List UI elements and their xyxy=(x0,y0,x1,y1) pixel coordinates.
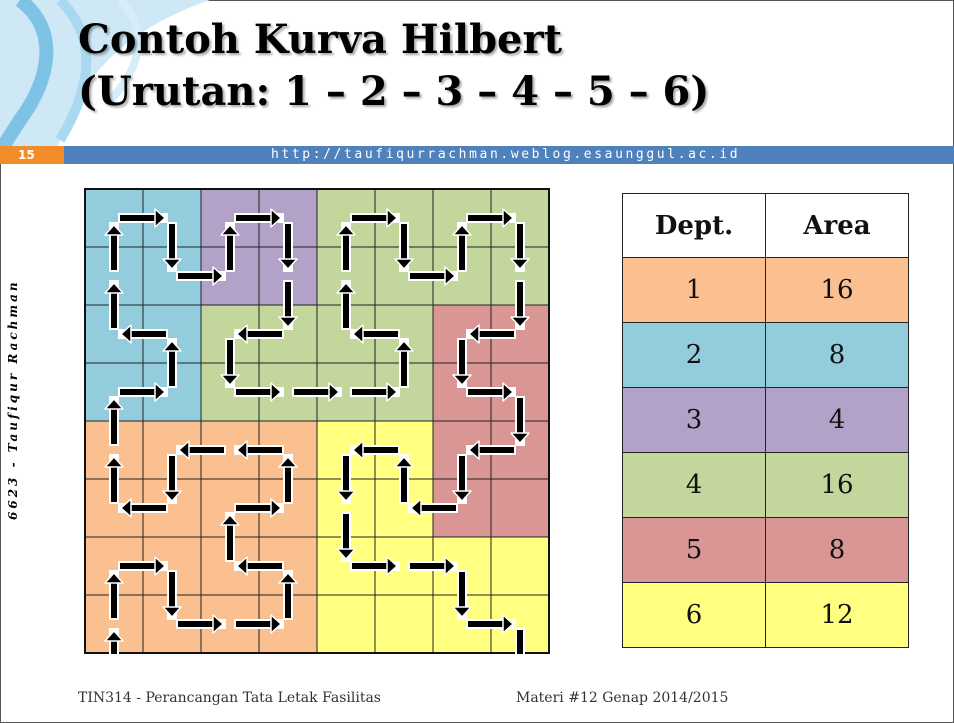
grid-cell xyxy=(491,537,549,595)
grid-cell xyxy=(317,595,375,653)
area-cell: 8 xyxy=(766,323,909,388)
table-row: 2 8 xyxy=(623,323,909,388)
slide-number-box: 15 xyxy=(0,146,64,164)
table-header-row: Dept. Area xyxy=(623,194,909,258)
slide-title: Contoh Kurva Hilbert (Urutan: 1 – 2 – 3 … xyxy=(78,14,709,118)
header-bar: 15 http://taufiqurrachman.weblog.esaungg… xyxy=(0,146,954,164)
area-cell: 4 xyxy=(766,388,909,453)
title-line-1: Contoh Kurva Hilbert xyxy=(78,14,709,66)
dept-cell: 4 xyxy=(623,453,766,518)
table-row: 4 16 xyxy=(623,453,909,518)
dept-cell: 5 xyxy=(623,518,766,583)
grid-cell xyxy=(375,595,433,653)
dept-cell: 6 xyxy=(623,583,766,648)
table-row: 3 4 xyxy=(623,388,909,453)
header-dept: Dept. xyxy=(623,194,766,258)
dept-cell: 2 xyxy=(623,323,766,388)
footer-material: Materi #12 Genap 2014/2015 xyxy=(516,690,728,706)
title-line-2: (Urutan: 1 – 2 – 3 – 4 – 5 – 6) xyxy=(78,66,709,118)
author-side-label: 6623 - Taufiqur Rachman xyxy=(6,279,20,520)
area-cell: 12 xyxy=(766,583,909,648)
table-row: 6 12 xyxy=(623,583,909,648)
area-cell: 16 xyxy=(766,258,909,323)
footer-course: TIN314 - Perancangan Tata Letak Fasilita… xyxy=(78,690,381,706)
hilbert-layout-grid xyxy=(84,188,550,654)
grid-cell xyxy=(491,479,549,537)
area-cell: 8 xyxy=(766,518,909,583)
table-row: 5 8 xyxy=(623,518,909,583)
area-cell: 16 xyxy=(766,453,909,518)
dept-cell: 3 xyxy=(623,388,766,453)
header-url: http://taufiqurrachman.weblog.esaunggul.… xyxy=(271,146,740,164)
department-table: Dept. Area 1 16 2 8 3 4 4 16 5 8 6 12 xyxy=(622,193,909,648)
slide-number: 15 xyxy=(18,146,35,164)
header-area: Area xyxy=(766,194,909,258)
dept-cell: 1 xyxy=(623,258,766,323)
table-row: 1 16 xyxy=(623,258,909,323)
